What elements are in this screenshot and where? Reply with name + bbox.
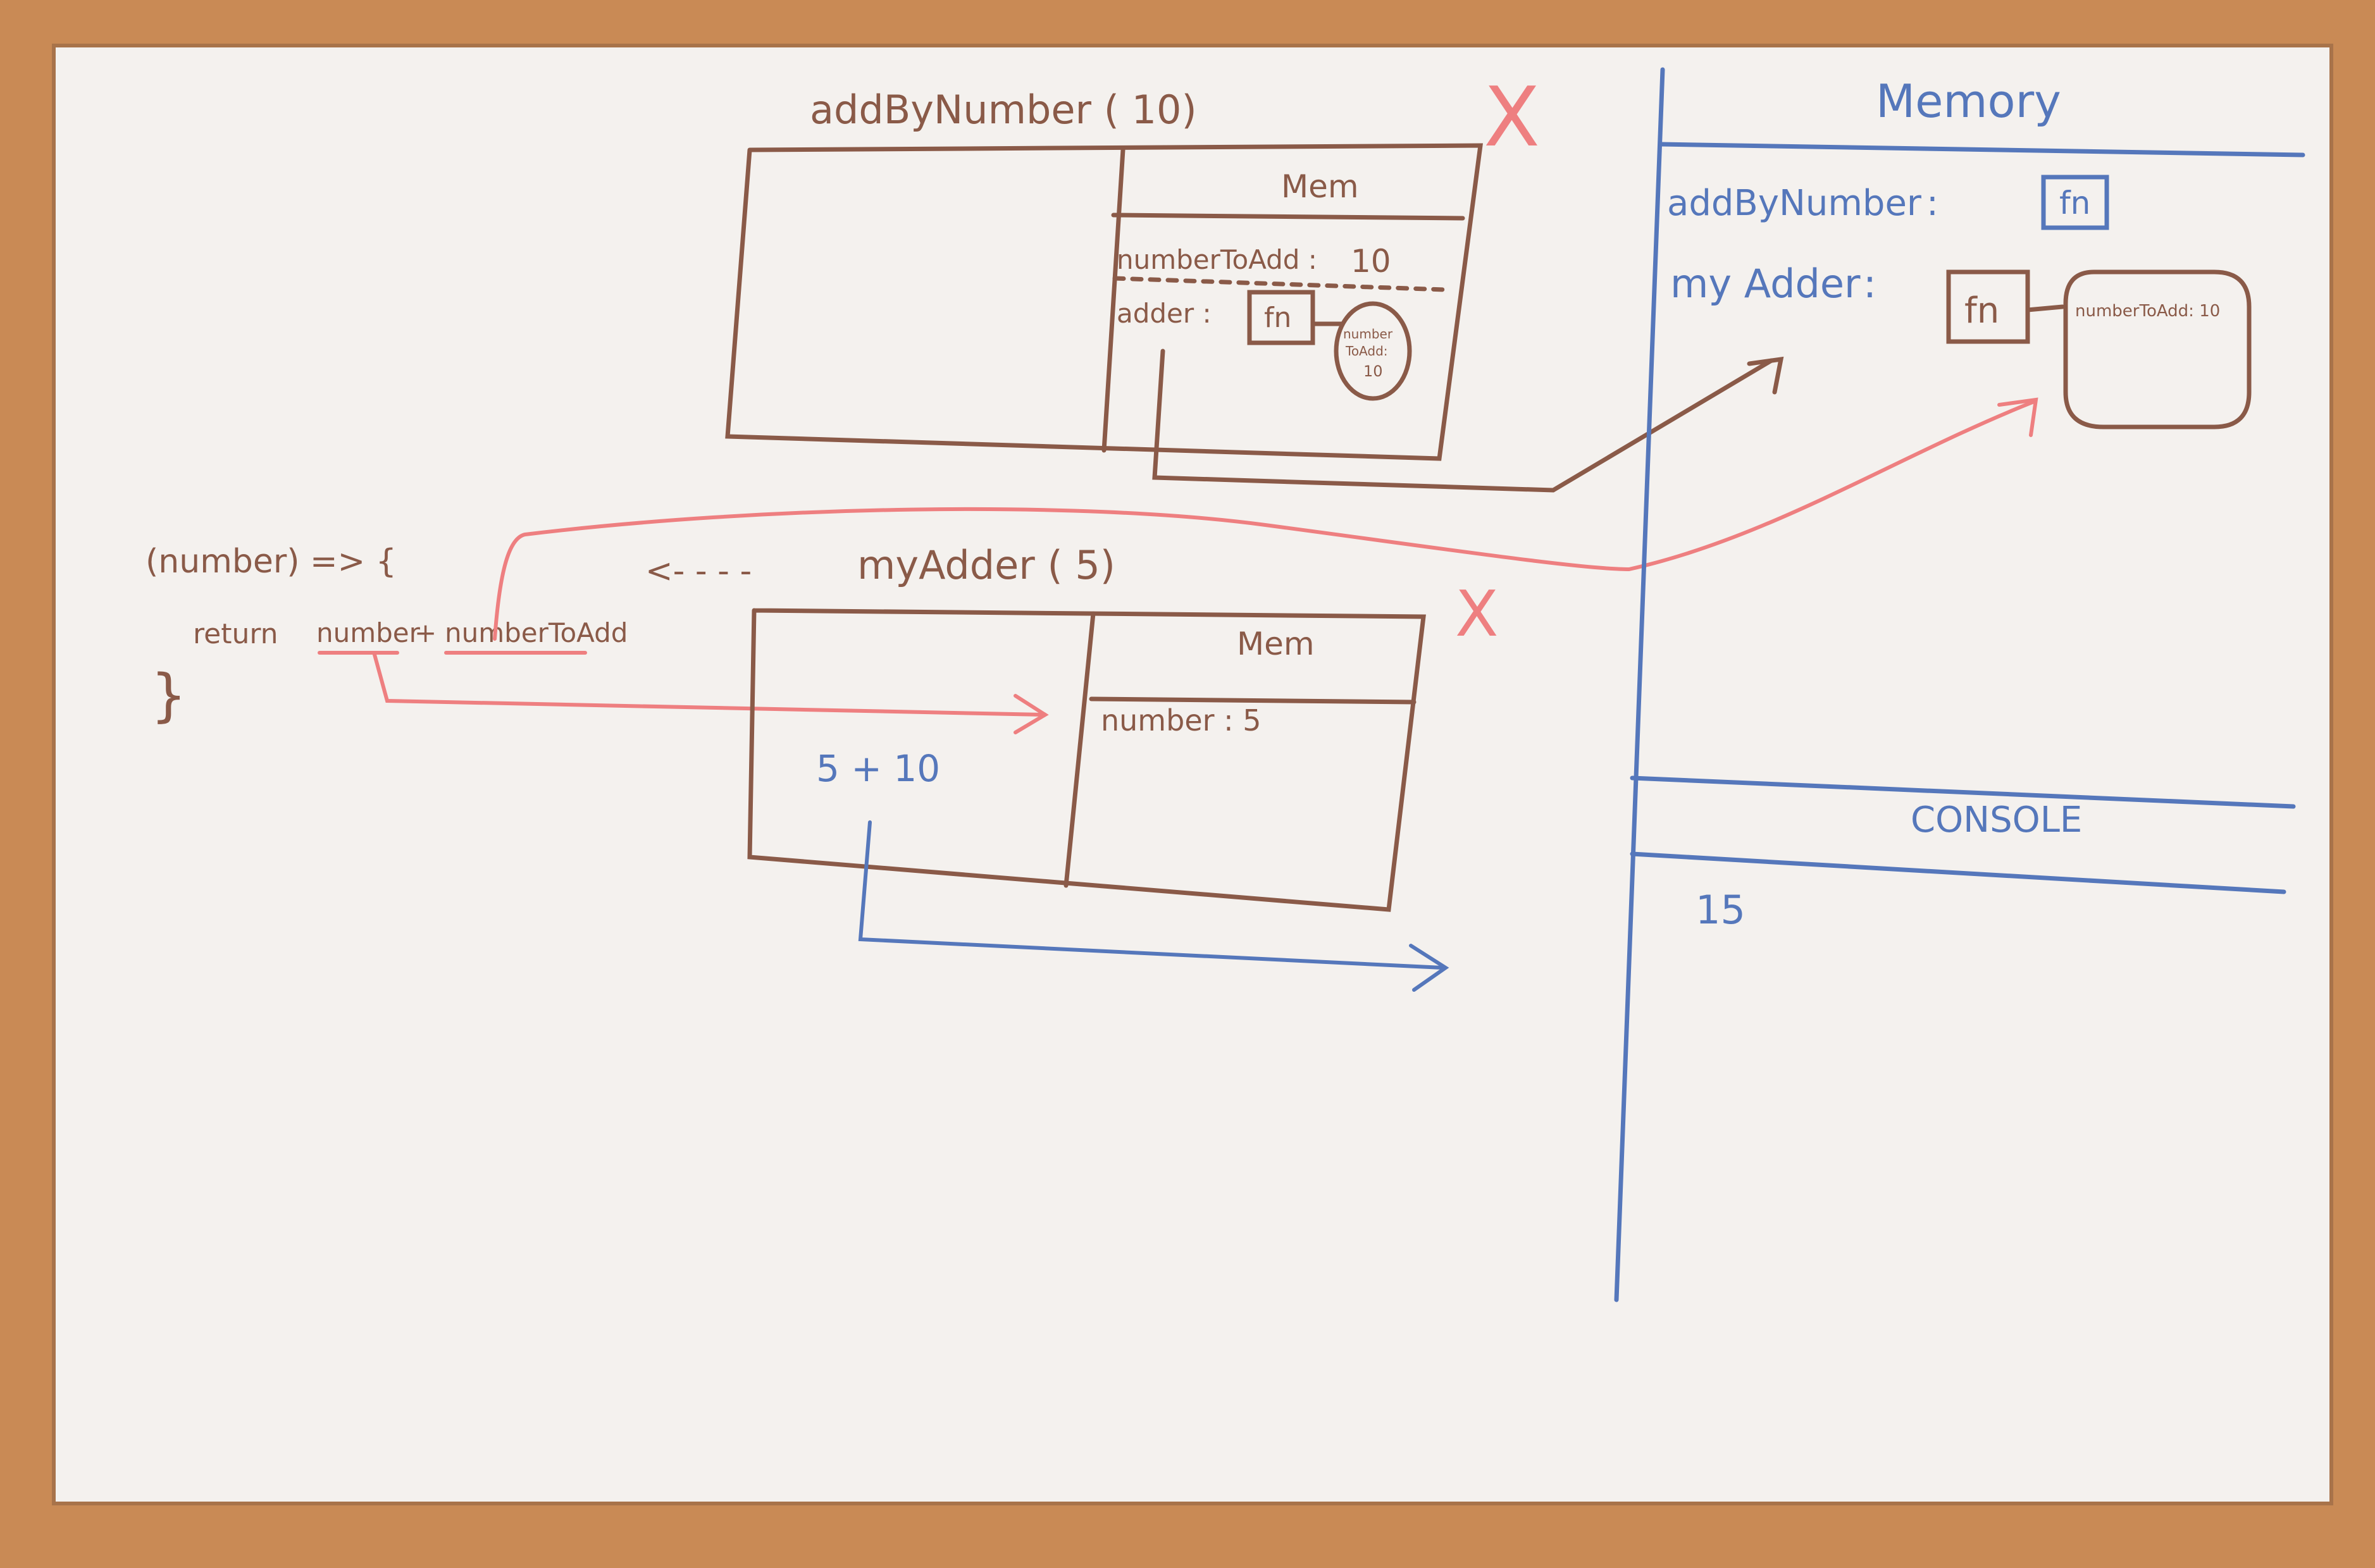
memory-closure-text: numberToAdd: 10	[2075, 302, 2220, 321]
board-surface	[52, 44, 2333, 1505]
context-box	[725, 143, 1483, 461]
func-def-arg: number	[316, 617, 421, 648]
memory-backpack-box	[2063, 269, 2252, 429]
func-def-plus: +	[414, 617, 437, 648]
memory-row1-name: addByNumber	[1667, 183, 1922, 224]
func-def-line3: }	[151, 662, 187, 729]
console-output: 15	[1696, 887, 1746, 933]
execution-context-myAdder	[747, 608, 1426, 912]
func-def-line1: (number) => {	[146, 543, 397, 581]
mem-dashed-line	[1112, 276, 1448, 292]
closure-blob	[1334, 301, 1412, 401]
adder-arrowhead	[1747, 356, 1784, 395]
result-arrowhead	[1409, 944, 1449, 992]
memory-closure-drawing	[1946, 269, 2252, 429]
frame2-divider	[1063, 611, 1096, 888]
memory-fn-link	[2025, 304, 2065, 312]
console-title-underline	[1630, 851, 2286, 894]
adder-return-arrow	[1152, 349, 1774, 493]
memory-fn-box-2	[1946, 269, 2030, 344]
memory-panel-lines	[1614, 67, 2305, 1302]
memory-row1-value: fn	[2059, 185, 2090, 221]
fn-box	[1247, 290, 1315, 345]
closure-reference-arrows	[318, 397, 2038, 734]
result-arrow-line	[858, 820, 1444, 970]
frame2-box	[747, 608, 1426, 912]
func-def-closure-var: numberToAdd	[445, 617, 628, 648]
frame2-closed-mark: X	[1455, 577, 1499, 651]
frame1-closure-line3: 10	[1363, 362, 1383, 380]
frame1-closure-line1: number	[1343, 326, 1393, 342]
mem-header-line	[1111, 213, 1465, 221]
frame2-call-arrow: <- - - -	[645, 552, 752, 590]
frame1-fn-label: fn	[1264, 302, 1291, 334]
arg-arrowhead	[1014, 694, 1049, 734]
func-def-return: return	[193, 618, 278, 650]
memory-row1-colon: :	[1926, 183, 1938, 224]
frame1-mem-row1-name: numberToAdd :	[1117, 244, 1317, 275]
execution-context-addByNumber	[725, 143, 1784, 493]
frame1-call: addByNumber ( 10)	[810, 87, 1197, 133]
closure-var-to-backpack-arrow	[493, 400, 2036, 641]
closure-arrowhead	[1997, 397, 2038, 437]
frame2-call: myAdder ( 5)	[857, 542, 1115, 588]
console-title: CONSOLE	[1911, 799, 2082, 841]
frame2-mem-header-line	[1089, 696, 1417, 705]
memory-title-underline	[1658, 142, 2305, 157]
result-to-console-arrow	[858, 820, 1449, 992]
memory-row2-colon: :	[1863, 261, 1876, 307]
context-divider	[1101, 147, 1125, 453]
memory-fn-box-1	[2041, 175, 2109, 230]
frame1-mem-row1-value: 10	[1351, 243, 1391, 280]
frame1-mem-row2-name: adder :	[1117, 298, 1212, 329]
frame2-mem-label: Mem	[1237, 626, 1315, 662]
arg-to-mem-arrow	[373, 653, 1046, 717]
memory-row2-value: fn	[1964, 290, 1999, 331]
memory-row2-name: my Adder	[1670, 261, 1861, 307]
frame1-mem-label: Mem	[1281, 168, 1359, 205]
frame1-closure-line2: ToAdd:	[1345, 343, 1388, 359]
frame1-closed-mark: X	[1484, 69, 1540, 165]
memory-title: Memory	[1876, 75, 2061, 128]
frame2-mem-row1: number : 5	[1101, 703, 1262, 738]
memory-divider-vertical	[1614, 67, 1665, 1302]
console-top-line	[1630, 775, 2296, 809]
frame2-expression: 5 + 10	[816, 747, 940, 790]
